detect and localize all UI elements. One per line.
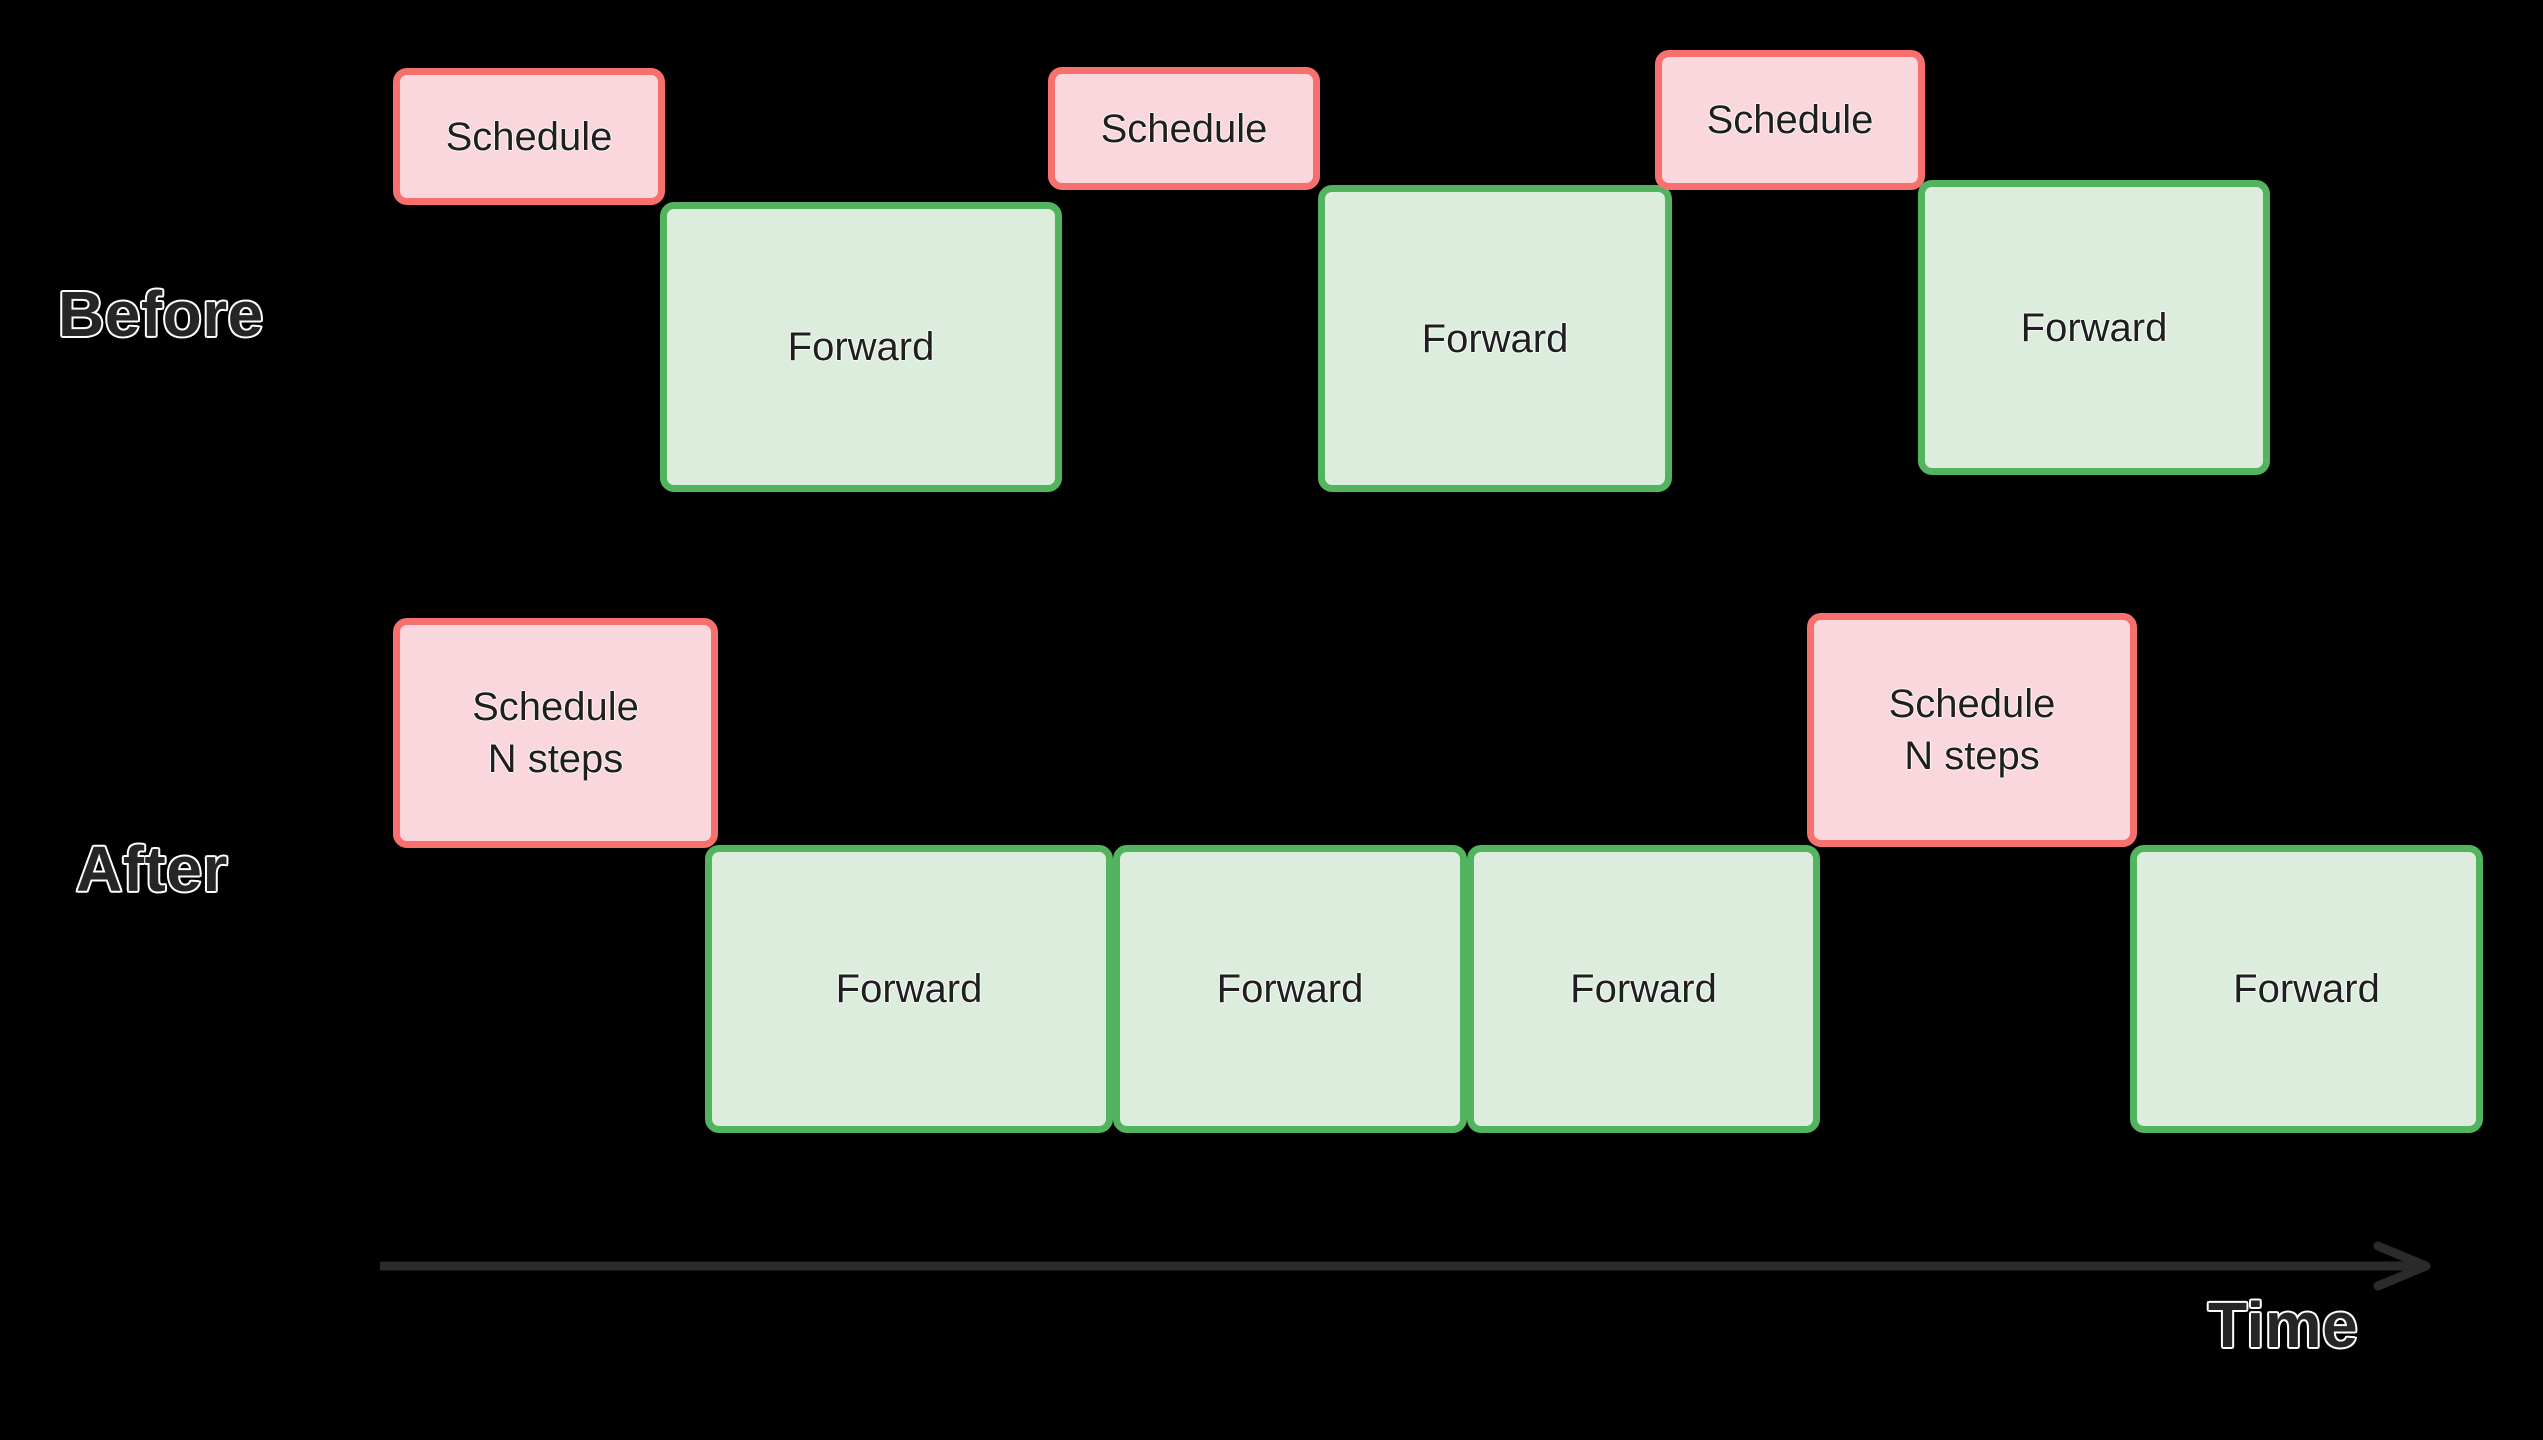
axis-label-time: Time: [2206, 1288, 2359, 1363]
forward-block-label: Forward: [2020, 305, 2168, 350]
timeline-axis: [380, 1238, 2440, 1294]
schedule-block-label: Schedule: [1706, 98, 1874, 142]
forward-block-label: Forward: [1570, 967, 1717, 1011]
forward-block-label: Forward: [1421, 316, 1569, 361]
row-label-after: After: [75, 832, 229, 907]
before-forward-block[interactable]: Forward: [660, 202, 1062, 492]
forward-block-label: Forward: [2233, 967, 2380, 1011]
schedule-block-label: Schedule N steps: [1888, 682, 2056, 778]
after-schedule-block[interactable]: Schedule N steps: [393, 618, 718, 848]
after-schedule-block[interactable]: Schedule N steps: [1807, 613, 2137, 847]
schedule-block-label: Schedule: [1100, 106, 1268, 151]
schedule-block-label: Schedule: [445, 114, 613, 159]
after-forward-block[interactable]: Forward: [1467, 845, 1820, 1133]
before-forward-block[interactable]: Forward: [1918, 180, 2270, 475]
before-forward-block[interactable]: Forward: [1318, 185, 1672, 492]
row-label-before: Before: [57, 277, 265, 352]
forward-block-label: Forward: [787, 325, 935, 369]
before-schedule-block[interactable]: Schedule: [1655, 50, 1925, 190]
schedule-block-label: Schedule N steps: [472, 685, 639, 781]
before-schedule-block[interactable]: Schedule: [393, 68, 665, 205]
before-schedule-block[interactable]: Schedule: [1048, 67, 1320, 190]
after-forward-block[interactable]: Forward: [2130, 845, 2483, 1133]
after-forward-block[interactable]: Forward: [1113, 845, 1467, 1133]
after-forward-block[interactable]: Forward: [705, 845, 1113, 1133]
forward-block-label: Forward: [835, 967, 983, 1011]
forward-block-label: Forward: [1216, 967, 1364, 1011]
